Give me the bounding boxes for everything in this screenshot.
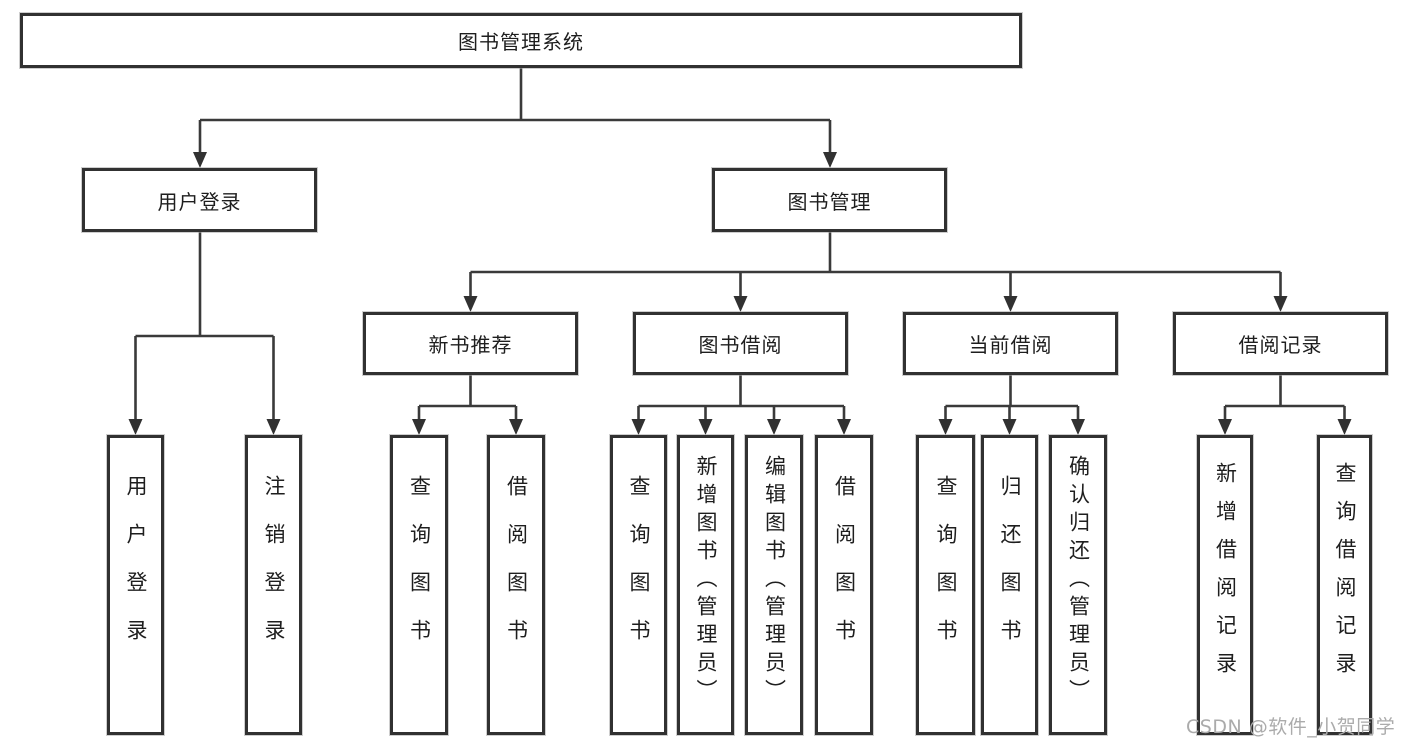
connector-root-to-level2 <box>198 68 832 156</box>
leaf-user-login-label: 用户登录 <box>124 475 148 667</box>
node-current-borrowing: 当前借阅 <box>903 312 1118 375</box>
leaf-edit-book-admin-label: 编辑图书（管理员） <box>762 455 787 707</box>
leaf-logout: 注销登录 <box>245 435 302 735</box>
node-root-system-label: 图书管理系统 <box>458 30 584 54</box>
leaf-recommend-borrow-book-label: 借阅图书 <box>504 475 529 667</box>
node-user-login: 用户登录 <box>82 168 317 232</box>
leaf-user-login: 用户登录 <box>107 435 164 735</box>
leaf-current-query-book-label: 查询图书 <box>934 475 958 667</box>
csdn-watermark: CSDN @软件_小贺同学 <box>1186 716 1396 738</box>
leaf-new-borrow-record: 新增借阅记录 <box>1197 435 1253 735</box>
leaf-current-query-book: 查询图书 <box>916 435 975 735</box>
connector-borrow-records-to-leaves <box>1223 375 1346 423</box>
node-book-borrowing-label: 图书借阅 <box>698 333 783 357</box>
leaf-add-book-admin-label: 新增图书（管理员） <box>694 455 718 707</box>
node-root-system: 图书管理系统 <box>20 13 1022 68</box>
node-book-borrowing: 图书借阅 <box>633 312 848 375</box>
leaf-add-book-admin: 新增图书（管理员） <box>677 435 734 735</box>
node-book-management: 图书管理 <box>712 168 947 232</box>
leaf-borrowing-query-book: 查询图书 <box>610 435 667 735</box>
connector-current-borrow-to-leaves <box>944 375 1080 423</box>
node-current-borrowing-label: 当前借阅 <box>968 333 1053 357</box>
connector-new-book-rec-to-leaves <box>417 375 518 423</box>
connector-book-mgmt-to-level3 <box>469 232 1282 300</box>
node-borrowing-records-label: 借阅记录 <box>1238 333 1323 357</box>
node-new-book-recommend: 新书推荐 <box>363 312 578 375</box>
leaf-recommend-query-book-label: 查询图书 <box>407 475 432 667</box>
leaf-edit-book-admin: 编辑图书（管理员） <box>745 435 803 735</box>
leaf-logout-label: 注销登录 <box>262 475 286 667</box>
leaf-recommend-borrow-book: 借阅图书 <box>487 435 545 735</box>
leaf-recommend-query-book: 查询图书 <box>390 435 448 735</box>
node-book-management-label: 图书管理 <box>787 189 872 214</box>
leaf-return-book: 归还图书 <box>981 435 1038 735</box>
leaf-query-borrow-record-label: 查询借阅记录 <box>1333 462 1357 690</box>
leaf-query-borrow-record: 查询借阅记录 <box>1317 435 1372 735</box>
leaf-borrowing-borrow-book: 借阅图书 <box>815 435 873 735</box>
node-new-book-recommend-label: 新书推荐 <box>428 333 513 357</box>
connector-book-borrow-to-leaves <box>637 375 846 423</box>
connector-user-login-to-leaves <box>134 232 275 423</box>
leaf-return-book-label: 归还图书 <box>998 475 1022 667</box>
node-user-login-label: 用户登录 <box>157 189 242 214</box>
leaf-borrowing-query-book-label: 查询图书 <box>627 475 651 667</box>
leaf-new-borrow-record-label: 新增借阅记录 <box>1213 462 1238 690</box>
node-borrowing-records: 借阅记录 <box>1173 312 1388 375</box>
leaf-confirm-return-admin-label: 确认归还（管理员） <box>1066 455 1091 707</box>
leaf-borrowing-borrow-book-label: 借阅图书 <box>832 475 857 667</box>
leaf-confirm-return-admin: 确认归还（管理员） <box>1049 435 1107 735</box>
